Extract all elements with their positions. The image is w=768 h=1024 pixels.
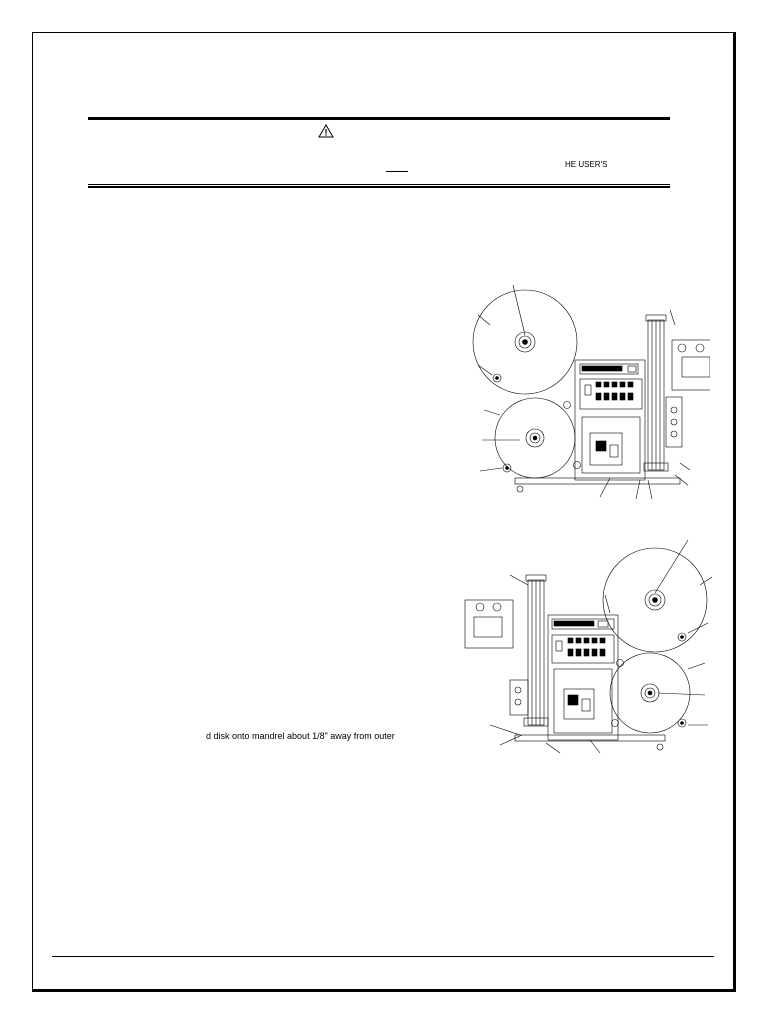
warning-bottom-rule (88, 184, 670, 188)
instruction-text-fragment: d disk onto mandrel about 1/8" away from… (206, 731, 395, 741)
warning-triangle-icon (318, 124, 334, 138)
machine-illustration-right-hand (460, 535, 715, 755)
warning-text-fragment: HE USER'S (565, 160, 608, 169)
underline-blank (386, 171, 408, 172)
page-border (32, 32, 736, 992)
machine-illustration-left-hand (470, 285, 710, 505)
warning-top-rule (88, 117, 670, 120)
footer-rule (52, 956, 714, 957)
